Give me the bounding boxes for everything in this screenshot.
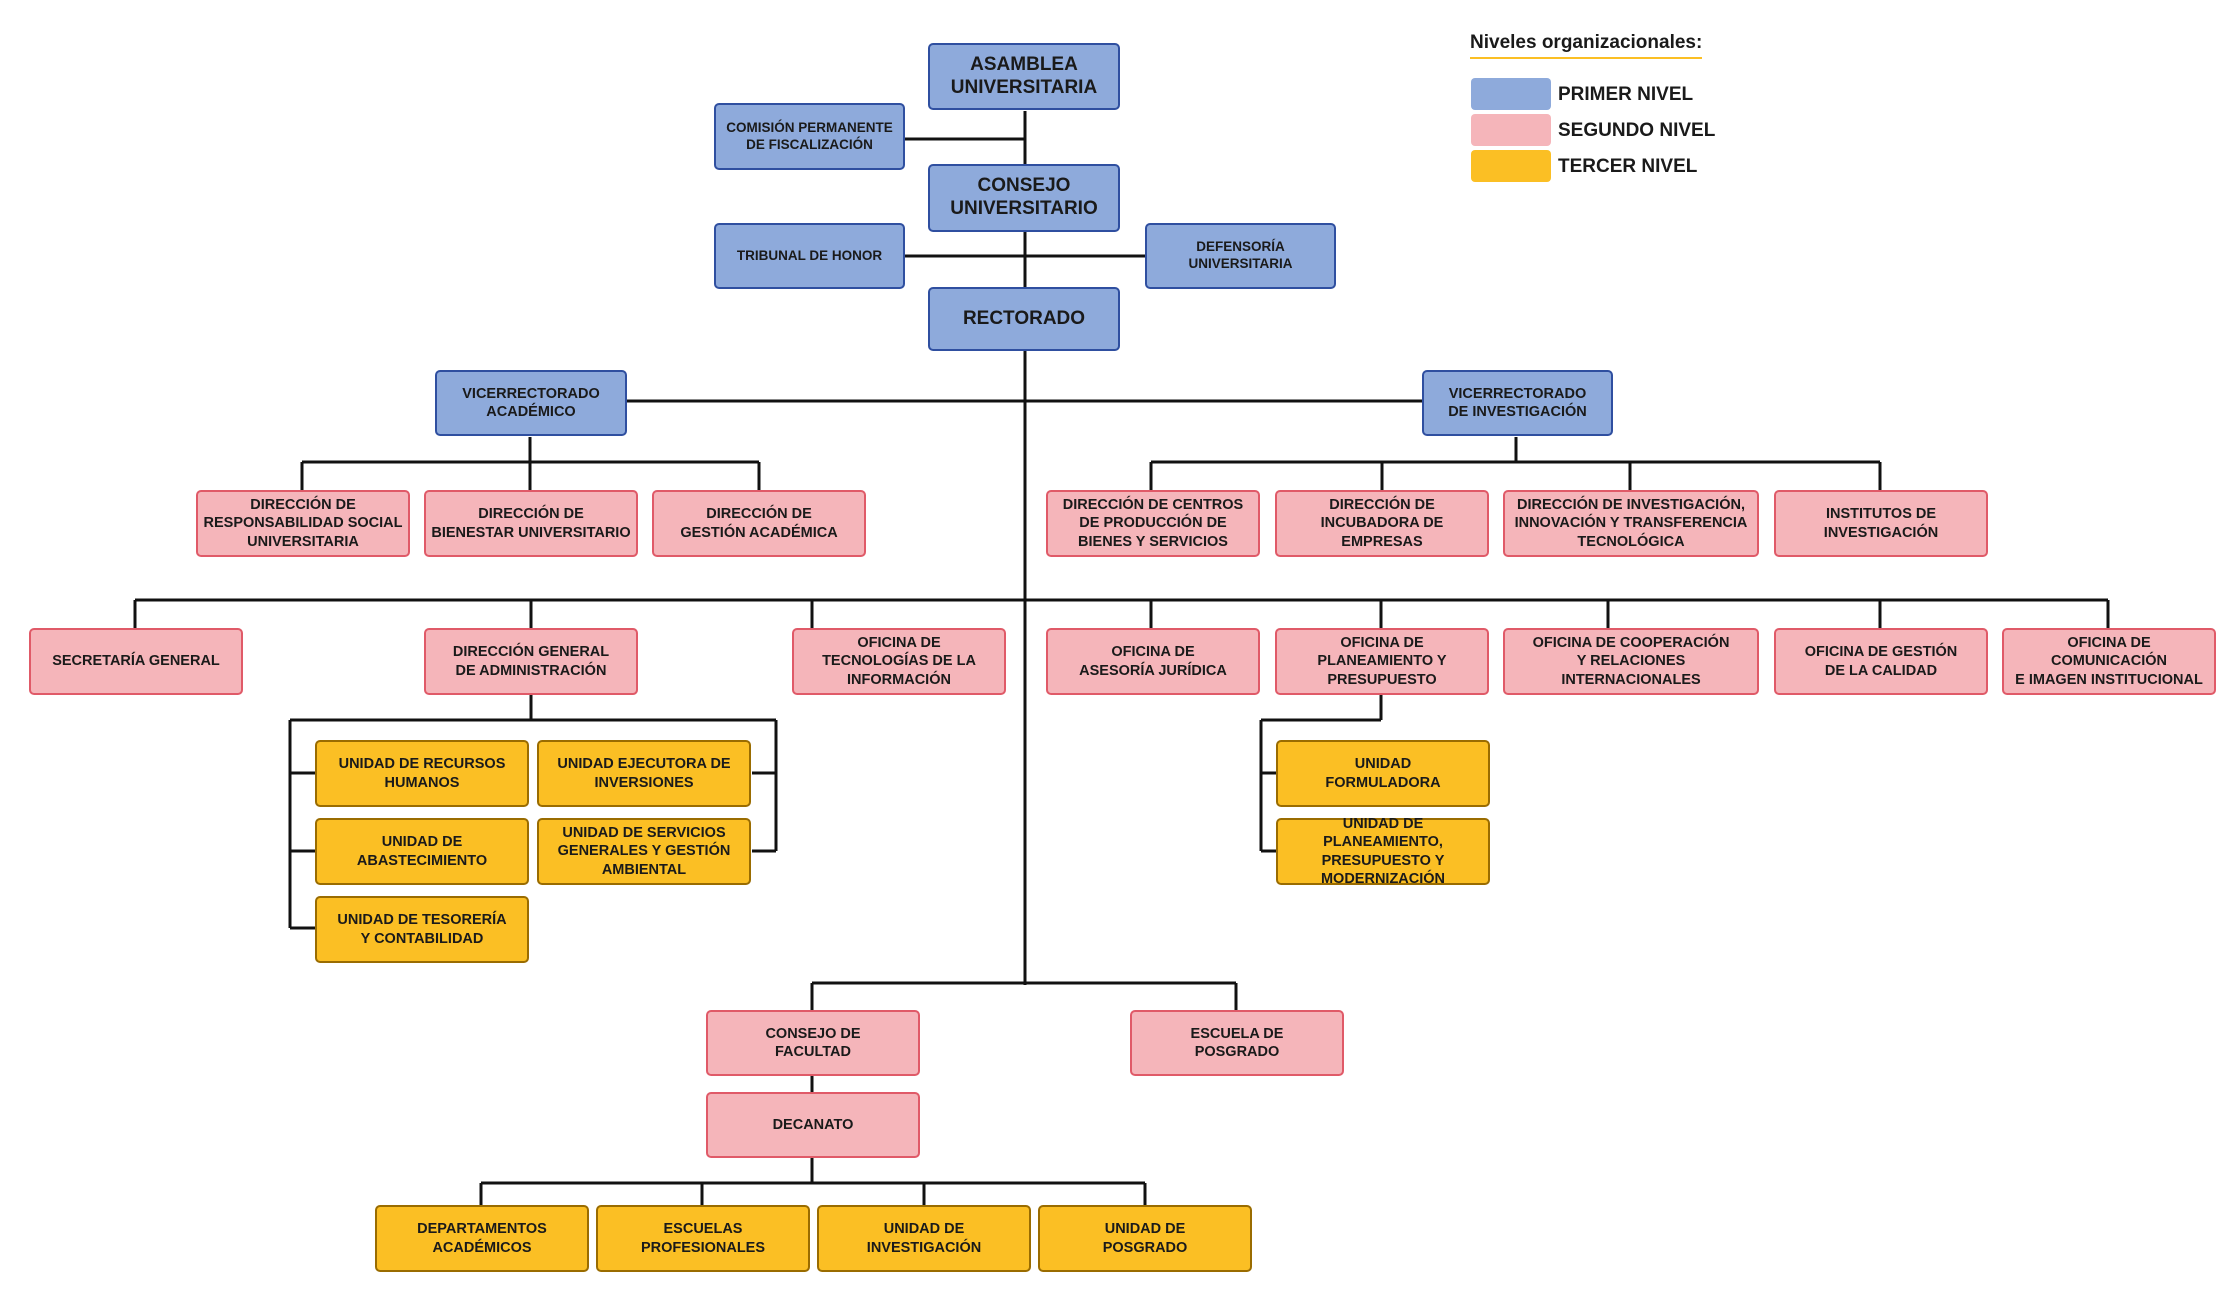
node-unidad-posgrado[interactable]: UNIDAD DE POSGRADO: [1038, 1205, 1252, 1272]
node-oficina-comunicacion[interactable]: OFICINA DE COMUNICACIÓN E IMAGEN INSTITU…: [2002, 628, 2216, 695]
node-consejo-universitario[interactable]: CONSEJO UNIVERSITARIO: [928, 164, 1120, 232]
node-asamblea-universitaria[interactable]: ASAMBLEA UNIVERSITARIA: [928, 43, 1120, 110]
node-oficina-cooperacion[interactable]: OFICINA DE COOPERACIÓN Y RELACIONES INTE…: [1503, 628, 1759, 695]
node-oficina-asesoria-juridica[interactable]: OFICINA DE ASESORÍA JURÍDICA: [1046, 628, 1260, 695]
legend-swatch-primer: [1471, 78, 1551, 110]
node-secretaria-general[interactable]: SECRETARÍA GENERAL: [29, 628, 243, 695]
node-defensoria-universitaria[interactable]: DEFENSORÍA UNIVERSITARIA: [1145, 223, 1336, 289]
node-escuelas-profesionales[interactable]: ESCUELAS PROFESIONALES: [596, 1205, 810, 1272]
node-escuela-de-posgrado[interactable]: ESCUELA DE POSGRADO: [1130, 1010, 1344, 1076]
legend-label-segundo: SEGUNDO NIVEL: [1558, 120, 1716, 141]
node-direccion-responsabilidad-social[interactable]: DIRECCIÓN DE RESPONSABILIDAD SOCIAL UNIV…: [196, 490, 410, 557]
legend-swatch-segundo: [1471, 114, 1551, 146]
node-decanato[interactable]: DECANATO: [706, 1092, 920, 1158]
node-direccion-centros-produccion[interactable]: DIRECCIÓN DE CENTROS DE PRODUCCIÓN DE BI…: [1046, 490, 1260, 557]
node-direccion-general-administracion[interactable]: DIRECCIÓN GENERAL DE ADMINISTRACIÓN: [424, 628, 638, 695]
node-departamentos-academicos[interactable]: DEPARTAMENTOS ACADÉMICOS: [375, 1205, 589, 1272]
node-consejo-de-facultad[interactable]: CONSEJO DE FACULTAD: [706, 1010, 920, 1076]
node-direccion-investigacion[interactable]: DIRECCIÓN DE INVESTIGACIÓN, INNOVACIÓN Y…: [1503, 490, 1759, 557]
node-unidad-formuladora[interactable]: UNIDAD FORMULADORA: [1276, 740, 1490, 807]
node-unidad-ejecutora-inversiones[interactable]: UNIDAD EJECUTORA DE INVERSIONES: [537, 740, 751, 807]
node-direccion-incubadora[interactable]: DIRECCIÓN DE INCUBADORA DE EMPRESAS: [1275, 490, 1489, 557]
node-oficina-tecnologias[interactable]: OFICINA DE TECNOLOGÍAS DE LA INFORMACIÓN: [792, 628, 1006, 695]
node-rectorado[interactable]: RECTORADO: [928, 287, 1120, 351]
legend-label-tercer: TERCER NIVEL: [1558, 156, 1698, 177]
node-unidad-investigacion[interactable]: UNIDAD DE INVESTIGACIÓN: [817, 1205, 1031, 1272]
legend-label-primer: PRIMER NIVEL: [1558, 84, 1694, 105]
node-unidad-tesoreria[interactable]: UNIDAD DE TESORERÍA Y CONTABILIDAD: [315, 896, 529, 963]
node-oficina-calidad[interactable]: OFICINA DE GESTIÓN DE LA CALIDAD: [1774, 628, 1988, 695]
node-direccion-gestion-academica[interactable]: DIRECCIÓN DE GESTIÓN ACADÉMICA: [652, 490, 866, 557]
node-institutos-investigacion[interactable]: INSTITUTOS DE INVESTIGACIÓN: [1774, 490, 1988, 557]
node-comision-permanente[interactable]: COMISIÓN PERMANENTE DE FISCALIZACIÓN: [714, 103, 905, 170]
node-unidad-recursos-humanos[interactable]: UNIDAD DE RECURSOS HUMANOS: [315, 740, 529, 807]
node-oficina-planeamiento[interactable]: OFICINA DE PLANEAMIENTO Y PRESUPUESTO: [1275, 628, 1489, 695]
node-unidad-planeamiento-presupuesto[interactable]: UNIDAD DE PLANEAMIENTO, PRESUPUESTO Y MO…: [1276, 816, 1490, 887]
node-vicerrectorado-academico[interactable]: VICERRECTORADO ACADÉMICO: [435, 370, 627, 436]
legend-title: Niveles organizacionales:: [1470, 32, 1703, 59]
node-unidad-abastecimiento[interactable]: UNIDAD DE ABASTECIMIENTO: [315, 818, 529, 885]
node-vicerrectorado-investigacion[interactable]: VICERRECTORADO DE INVESTIGACIÓN: [1422, 370, 1613, 436]
node-direccion-bienestar[interactable]: DIRECCIÓN DE BIENESTAR UNIVERSITARIO: [424, 490, 638, 557]
node-unidad-servicios-generales[interactable]: UNIDAD DE SERVICIOS GENERALES Y GESTIÓN …: [537, 818, 751, 885]
node-tribunal-de-honor[interactable]: TRIBUNAL DE HONOR: [714, 223, 905, 289]
legend-swatch-tercer: [1471, 150, 1551, 182]
